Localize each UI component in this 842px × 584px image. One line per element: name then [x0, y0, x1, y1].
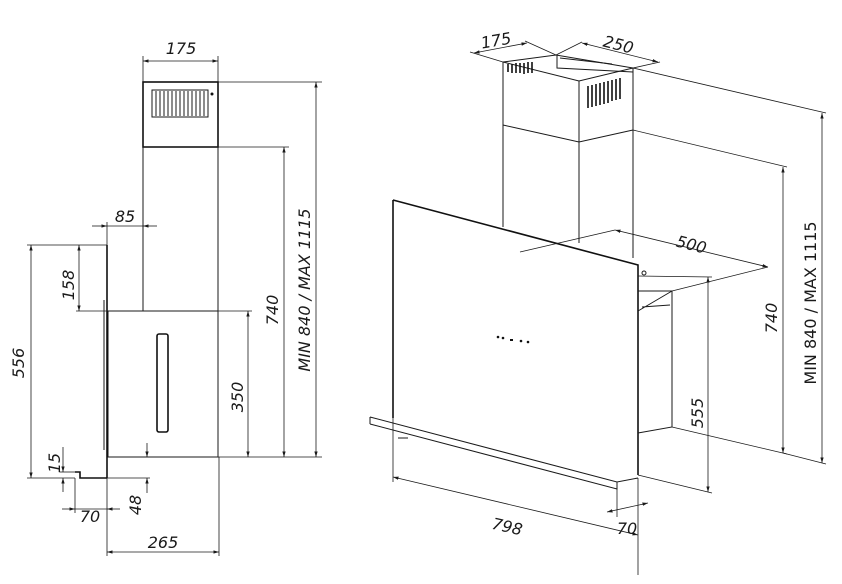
iso-dim-height-range-label: MIN 840 / MAX 1115 [801, 221, 820, 384]
dim-175-label: 175 [166, 39, 197, 58]
control-buttons-icon [496, 335, 530, 344]
dim-265-label: 265 [148, 533, 179, 552]
dim-85-label: 85 [115, 207, 135, 226]
iso-dim-175-label: 175 [479, 29, 512, 53]
iso-dim-500-label: 500 [674, 232, 708, 258]
glass-panel [392, 199, 639, 475]
chimney-edges [502, 62, 634, 258]
dim-158-label: 158 [59, 270, 78, 301]
handle [156, 333, 169, 433]
bottom-shelf [369, 416, 639, 490]
dim-48-label: 48 [126, 495, 145, 515]
iso-dim-798-label: 798 [490, 514, 524, 539]
isometric-view: 175 250 500 555 740 MIN 840 / MAX 1115 7… [369, 29, 827, 575]
iso-dim-70-label: 70 [617, 519, 637, 538]
dim-70-label: 70 [80, 507, 100, 526]
side-view: 175 MIN 840 / MAX 1115 740 350 556 158 8… [9, 39, 322, 556]
hood-body [637, 290, 673, 434]
hood-body [107, 310, 219, 458]
iso-dim-250-label: 250 [601, 32, 635, 58]
dim-height-range-label: MIN 840 / MAX 1115 [295, 208, 314, 371]
vent-slots-icon [507, 62, 621, 108]
iso-dim-740-label: 740 [762, 303, 781, 334]
glass-panel [75, 245, 108, 479]
dim-15-label: 15 [45, 453, 64, 473]
chimney-lower [142, 146, 219, 312]
dim-740-label: 740 [263, 295, 282, 326]
dim-556-label: 556 [9, 348, 28, 379]
vent-slots-icon [151, 89, 214, 118]
chimney-joint [502, 124, 634, 143]
dim-350-label: 350 [228, 382, 247, 413]
iso-dim-555-label: 555 [688, 398, 707, 429]
